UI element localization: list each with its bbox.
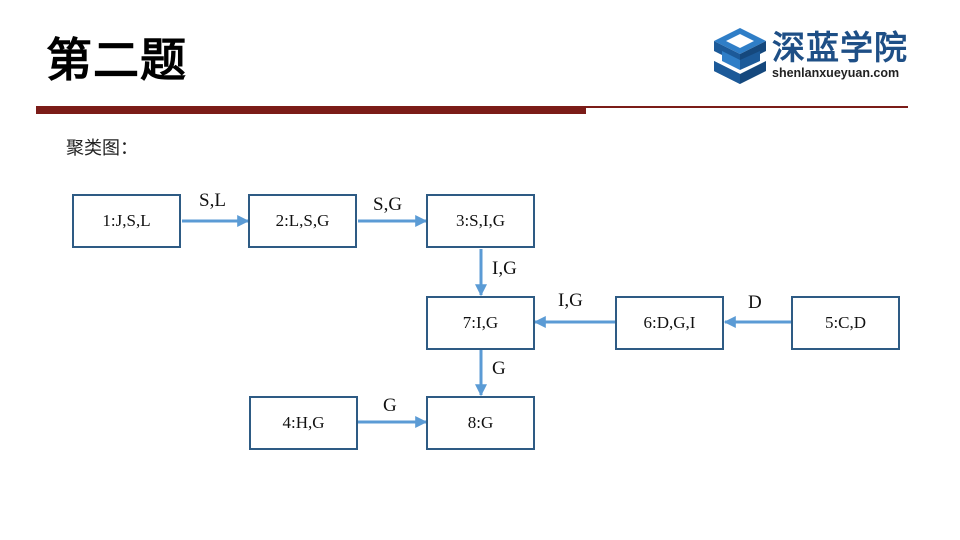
title-rule-thin xyxy=(586,106,908,108)
cluster-node: 2:L,S,G xyxy=(248,194,357,248)
edge-label: S,G xyxy=(373,194,403,215)
blue-cube-s-logo-icon xyxy=(714,28,766,84)
logo-domain: shenlanxueyuan.com xyxy=(772,66,900,80)
cluster-node: 6:D,G,I xyxy=(615,296,724,350)
cluster-node: 5:C,D xyxy=(791,296,900,350)
cluster-node: 3:S,I,G xyxy=(426,194,535,248)
logo-name-cn: 深蓝学院 xyxy=(772,28,908,67)
edge-label: G xyxy=(383,395,397,416)
cluster-node: 7:I,G xyxy=(426,296,535,350)
page-title: 第二题 xyxy=(46,33,187,87)
edge-label: D xyxy=(748,292,762,313)
edge-label: I,G xyxy=(492,258,517,279)
title-rule-thick xyxy=(36,106,586,114)
cluster-node: 8:G xyxy=(426,396,535,450)
cluster-node: 4:H,G xyxy=(249,396,358,450)
edge-label: S,L xyxy=(199,190,226,211)
edge-label: G xyxy=(492,358,506,379)
diagram-subtitle: 聚类图： xyxy=(66,138,138,158)
cluster-node: 1:J,S,L xyxy=(72,194,181,248)
edge-label: I,G xyxy=(558,290,583,311)
